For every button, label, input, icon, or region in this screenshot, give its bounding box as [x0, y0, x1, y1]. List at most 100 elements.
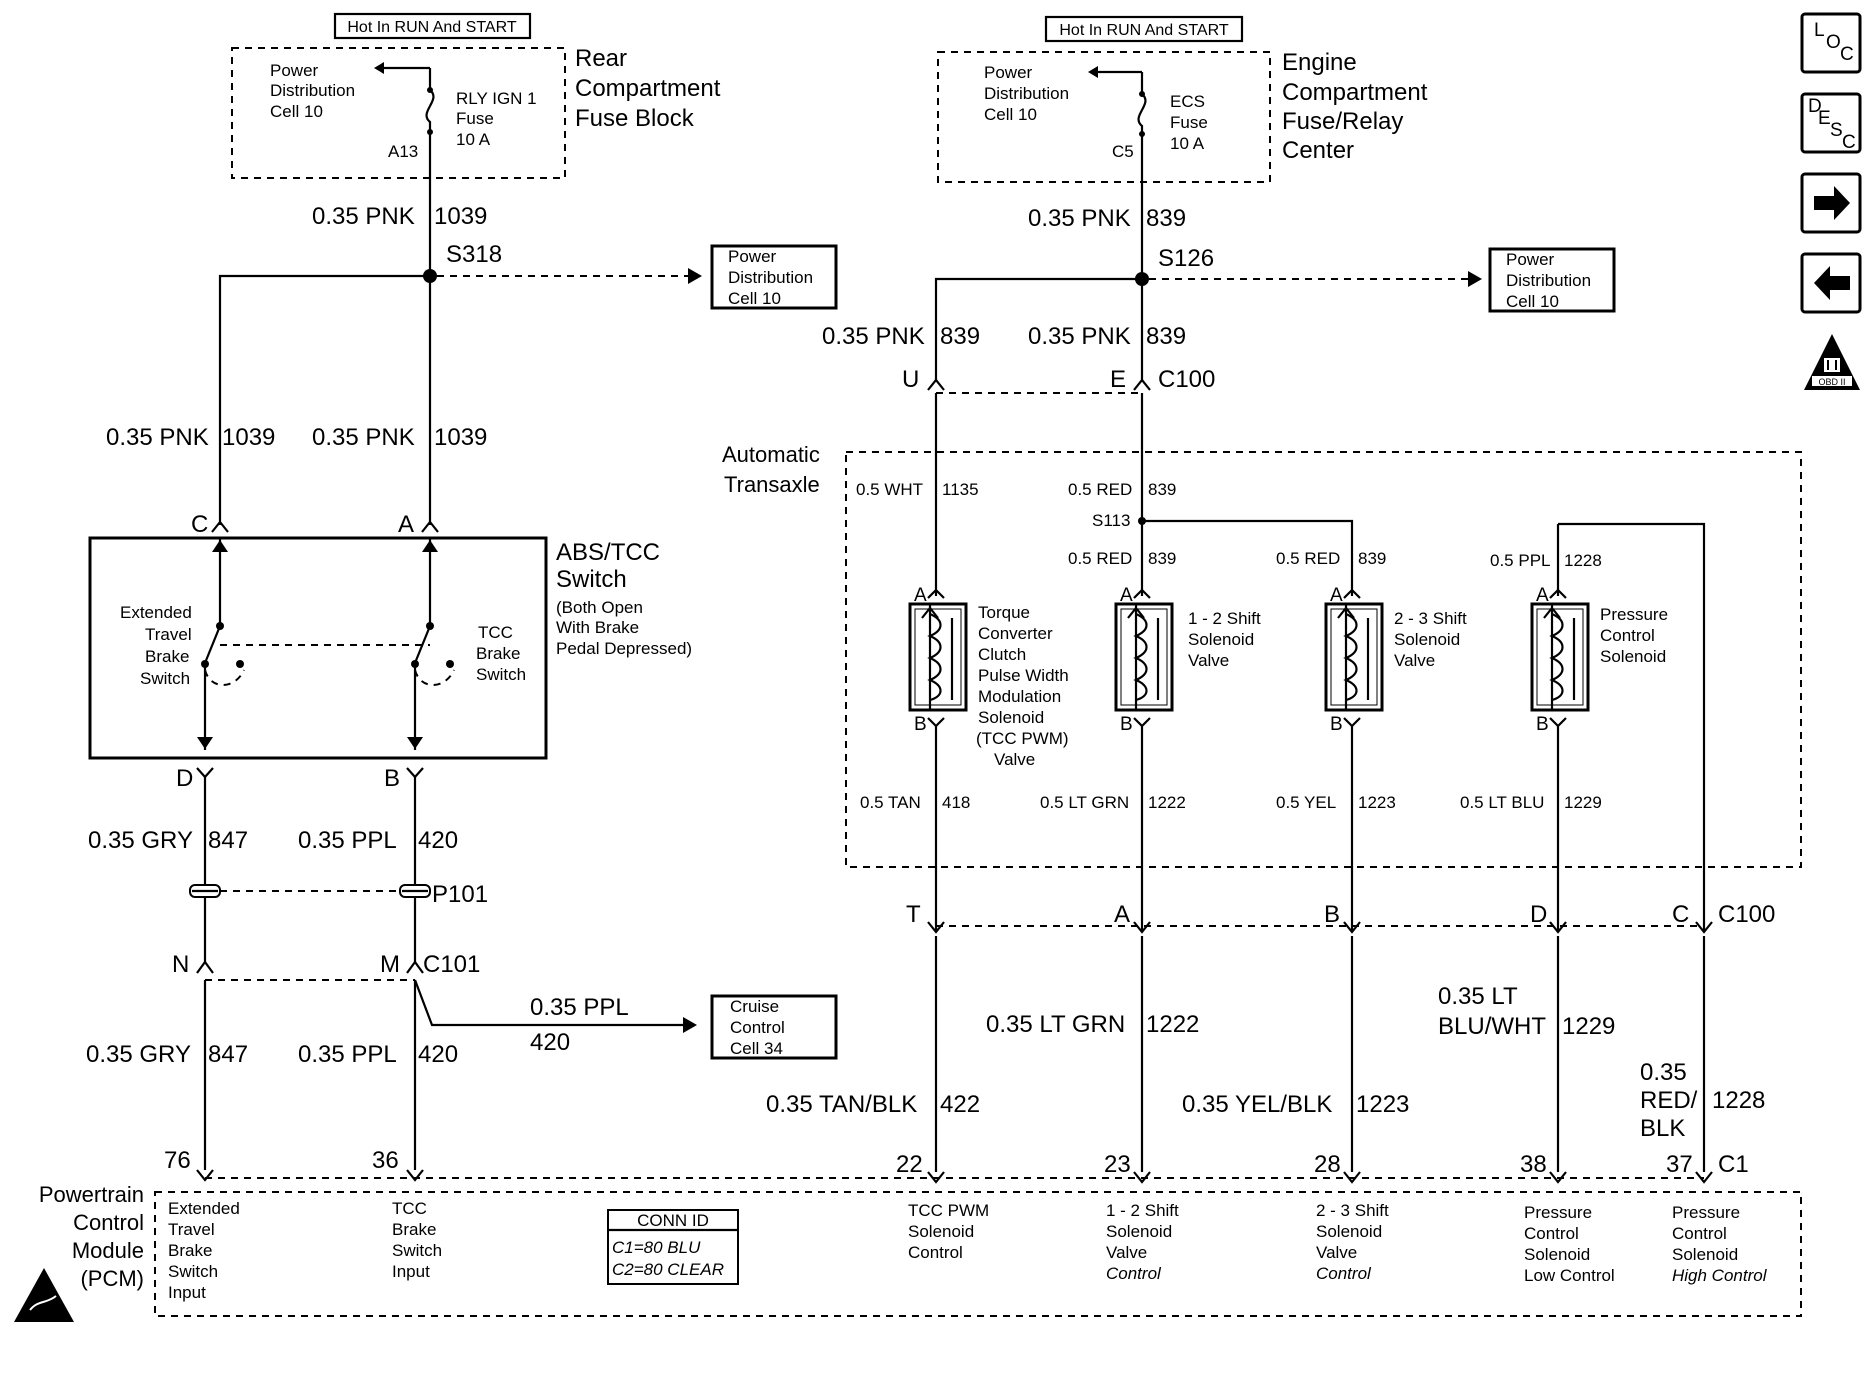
- svg-text:RLY IGN 1: RLY IGN 1: [456, 89, 537, 108]
- pcm-pcs-low-control: Pressure Control Solenoid Low Control: [1524, 1203, 1615, 1285]
- splice-s113: S113: [1092, 511, 1130, 530]
- circuit-number: 839: [1146, 205, 1186, 232]
- circuit-number: 1222: [1148, 793, 1186, 812]
- pressure-control-solenoid-label: Pressure Control Solenoid: [1600, 605, 1668, 666]
- circuit-number: 420: [530, 1029, 570, 1056]
- svg-text:2 - 3 Shift: 2 - 3 Shift: [1394, 609, 1467, 628]
- svg-text:Solenoid: Solenoid: [1394, 630, 1460, 649]
- connector-pin: C: [191, 511, 208, 538]
- svg-text:Fuse: Fuse: [1170, 113, 1208, 132]
- svg-text:2 - 3 Shift: 2 - 3 Shift: [1316, 1201, 1389, 1220]
- connector-pin: D: [1530, 901, 1547, 928]
- svg-text:Compartment: Compartment: [575, 75, 721, 102]
- circuit-number: 1228: [1712, 1087, 1765, 1114]
- desc-icon[interactable]: D E S C: [1800, 92, 1862, 154]
- svg-text:Distribution: Distribution: [270, 81, 355, 100]
- svg-text:Fuse: Fuse: [456, 109, 494, 128]
- connector-pin: 23: [1104, 1151, 1131, 1178]
- shift-12-solenoid-label: 1 - 2 Shift Solenoid Valve: [1188, 609, 1261, 670]
- wire-label: 0.35 PNK: [1028, 205, 1131, 232]
- pcm-box: [154, 1191, 1802, 1317]
- connector-pin: 38: [1520, 1151, 1547, 1178]
- svg-text:Control: Control: [730, 1018, 785, 1037]
- svg-text:High Control: High Control: [1672, 1266, 1768, 1285]
- svg-text:L: L: [1814, 20, 1825, 41]
- svg-text:Cell 10: Cell 10: [728, 289, 781, 308]
- arrow-right-icon: [688, 268, 702, 284]
- cruise-control-ref[interactable]: Cruise Control Cell 34: [710, 994, 838, 1060]
- circuit-number: 1039: [222, 424, 275, 451]
- engine-fuse-block-title: Engine Compartment Fuse/Relay Center: [1282, 49, 1428, 164]
- obd-ii-icon[interactable]: OBD II: [1804, 334, 1860, 390]
- svg-text:Brake: Brake: [145, 647, 189, 666]
- connector-c100-top: C100: [1158, 366, 1215, 393]
- automatic-transaxle-title: Automatic Transaxle: [722, 442, 820, 497]
- svg-text:Distribution: Distribution: [728, 268, 813, 287]
- pcm-tcc-pwm-control: TCC PWM Solenoid Control: [908, 1201, 989, 1262]
- arrow-left-icon[interactable]: [1800, 252, 1862, 314]
- coil-icon: [927, 612, 942, 702]
- tcc-pwm-solenoid: A B: [908, 585, 968, 735]
- svg-text:Brake: Brake: [392, 1220, 436, 1239]
- circuit-number: 420: [418, 827, 458, 854]
- svg-text:With Brake: With Brake: [556, 618, 639, 637]
- wire-label: 0.5 YEL: [1276, 793, 1336, 812]
- connector-pin: E: [1110, 366, 1126, 393]
- svg-text:10 A: 10 A: [1170, 134, 1205, 153]
- svg-text:Solenoid: Solenoid: [1600, 647, 1666, 666]
- loc-icon[interactable]: L O C: [1800, 12, 1862, 74]
- circuit-number: 839: [1148, 549, 1176, 568]
- connector-p101: P101: [432, 881, 488, 908]
- svg-text:(Both Open: (Both Open: [556, 598, 643, 617]
- svg-text:Module: Module: [72, 1238, 144, 1263]
- wire-label: 0.35 PNK: [822, 323, 925, 350]
- svg-text:Distribution: Distribution: [984, 84, 1069, 103]
- splice-s318: S318: [446, 241, 502, 268]
- svg-text:Cell 10: Cell 10: [1506, 292, 1559, 311]
- svg-text:Control: Control: [1106, 1264, 1162, 1283]
- circuit-number: 1135: [942, 480, 979, 499]
- svg-text:Fuse/Relay: Fuse/Relay: [1282, 108, 1403, 135]
- svg-text:OBD II: OBD II: [1818, 377, 1845, 387]
- connector-pin: 36: [372, 1147, 399, 1174]
- svg-text:1 - 2 Shift: 1 - 2 Shift: [1106, 1201, 1179, 1220]
- tcc-pwm-solenoid-label: Torque Converter Clutch Pulse Width Modu…: [976, 603, 1069, 769]
- svg-text:TCC PWM: TCC PWM: [908, 1201, 989, 1220]
- svg-text:Switch: Switch: [392, 1241, 442, 1260]
- abs-tcc-switch-title: ABS/TCC Switch: [556, 539, 660, 593]
- rear-fuse-block-box: [231, 47, 566, 179]
- circuit-number: 1223: [1356, 1091, 1409, 1118]
- pressure-control-solenoid: A B: [1530, 585, 1590, 735]
- connector-pin: U: [902, 366, 919, 393]
- svg-text:(TCC PWM): (TCC PWM): [976, 729, 1069, 748]
- connector-c100-bottom: C100: [1718, 901, 1775, 928]
- arrow-right-icon[interactable]: [1800, 172, 1862, 234]
- svg-text:Brake: Brake: [168, 1241, 212, 1260]
- wire-label: 0.35 PPL: [298, 827, 397, 854]
- power-distribution-ref-right[interactable]: Power Distribution Cell 10: [1488, 247, 1616, 313]
- connector-c1: C1: [1718, 1151, 1749, 1178]
- wire-label: 0.5 WHT: [856, 480, 923, 499]
- pcm-extended-travel-input: Extended Travel Brake Switch Input: [168, 1199, 240, 1302]
- coil-icon: [1549, 612, 1564, 702]
- arrow-right-icon: [1468, 271, 1482, 287]
- abs-tcc-switch-note: (Both Open With Brake Pedal Depressed): [556, 598, 692, 658]
- circuit-number: 847: [208, 827, 248, 854]
- svg-text:Pressure: Pressure: [1672, 1203, 1740, 1222]
- svg-text:Control: Control: [1316, 1264, 1372, 1283]
- power-distribution-ref-left[interactable]: Power Distribution Cell 10: [710, 244, 838, 310]
- svg-text:Brake: Brake: [476, 644, 520, 663]
- svg-text:Power: Power: [270, 61, 319, 80]
- wire-label: 0.35 PNK: [312, 424, 415, 451]
- circuit-number: 422: [940, 1091, 980, 1118]
- wire-label: 0.5 RED: [1068, 480, 1132, 499]
- svg-text:Powertrain: Powertrain: [39, 1182, 144, 1207]
- svg-text:1 - 2 Shift: 1 - 2 Shift: [1188, 609, 1261, 628]
- svg-text:S: S: [1830, 120, 1843, 141]
- circuit-number: 418: [942, 793, 970, 812]
- svg-text:B: B: [1536, 714, 1549, 735]
- wire-label: 0.35 YEL/BLK: [1182, 1091, 1332, 1118]
- extended-travel-brake-switch-label: Extended Travel Brake Switch: [120, 603, 192, 688]
- svg-text:Solenoid: Solenoid: [1188, 630, 1254, 649]
